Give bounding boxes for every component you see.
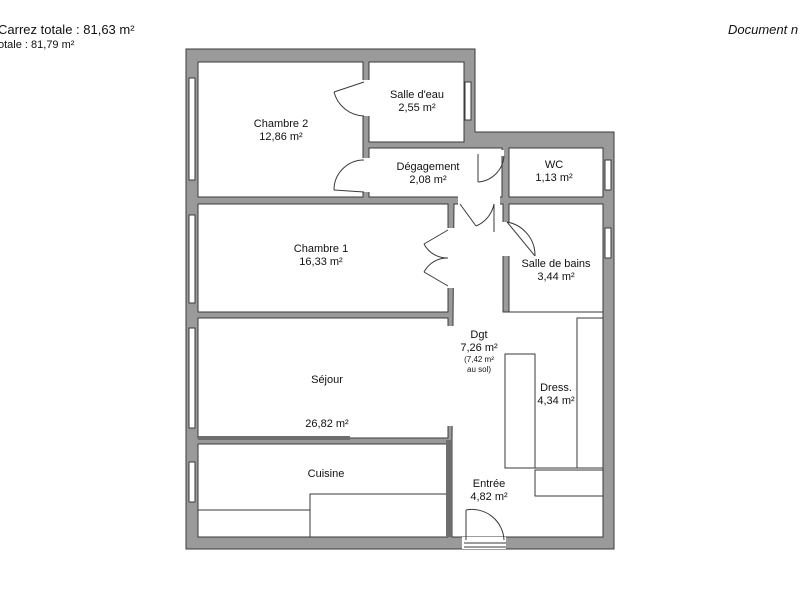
room-name: Séjour — [311, 374, 343, 386]
room-area: 26,82 m² — [305, 418, 349, 430]
room-area: 12,86 m² — [259, 131, 303, 143]
room-area: 4,82 m² — [470, 491, 508, 503]
room-area: 2,08 m² — [409, 174, 447, 186]
room-area: 1,13 m² — [535, 172, 573, 184]
room-name: Cuisine — [307, 468, 345, 480]
room-area: 2,55 m² — [398, 102, 436, 114]
surface-total-text: otale : 81,79 m² — [0, 39, 75, 51]
window-chambre1 — [188, 214, 196, 304]
dressing-cabinet-left — [504, 353, 536, 469]
label-degagement: Dégagement 2,08 m² — [397, 161, 460, 187]
room-chambre-1 — [197, 203, 449, 313]
room-name: Chambre 1 — [293, 243, 349, 255]
room-note: au sol) — [466, 365, 492, 374]
window-sejour — [188, 327, 196, 429]
label-cuisine: Cuisine — [308, 468, 345, 481]
window-salle-eau — [464, 81, 472, 121]
label-dgt: Dgt 7,26 m² (7,42 m² au sol) — [460, 329, 497, 375]
window-cuisine — [188, 461, 196, 503]
window-chambre2 — [188, 77, 196, 181]
room-area: 3,44 m² — [537, 271, 575, 283]
label-sejour: Séjour — [311, 374, 343, 387]
dressing-shelf — [534, 469, 604, 497]
room-sejour — [197, 317, 449, 439]
label-sejour-area: 26,82 m² — [305, 418, 348, 431]
window-wc — [604, 159, 612, 191]
label-chambre-2: Chambre 2 12,86 m² — [254, 118, 308, 144]
room-area: 7,26 m² — [460, 342, 498, 354]
room-name: Entrée — [472, 478, 506, 490]
room-name: Salle de bains — [521, 258, 591, 270]
window-salle-bains — [604, 227, 612, 259]
room-name: Dgt — [470, 329, 488, 341]
label-salle-eau: Salle d'eau 2,55 m² — [390, 89, 444, 115]
kitchen-counter-left — [197, 509, 311, 538]
room-wc — [508, 147, 604, 198]
room-area: 4,34 m² — [537, 395, 575, 407]
label-entree: Entrée 4,82 m² — [470, 478, 507, 504]
room-area: 16,33 m² — [299, 256, 343, 268]
room-name: Salle d'eau — [389, 89, 445, 101]
carrez-total-text: Carrez totale : 81,63 m² — [0, 22, 135, 37]
label-chambre-1: Chambre 1 16,33 m² — [294, 243, 348, 269]
label-salle-bains: Salle de bains 3,44 m² — [521, 258, 590, 284]
label-wc: WC 1,13 m² — [535, 159, 572, 185]
sejour-cuisine-partition — [198, 436, 350, 440]
dressing-cabinet-right — [576, 317, 604, 469]
kitchen-counter-right — [309, 493, 449, 538]
room-degagement — [368, 147, 503, 198]
room-name: WC — [544, 159, 564, 171]
room-salle-eau — [368, 61, 465, 143]
room-chambre-2 — [197, 61, 364, 198]
room-name: Dégagement — [396, 161, 460, 173]
room-note: (7,42 m² — [464, 355, 494, 364]
room-name: Dress. — [540, 382, 572, 394]
room-name: Chambre 2 — [253, 118, 309, 130]
label-dress: Dress. 4,34 m² — [537, 382, 574, 408]
document-label: Document n — [728, 22, 799, 37]
